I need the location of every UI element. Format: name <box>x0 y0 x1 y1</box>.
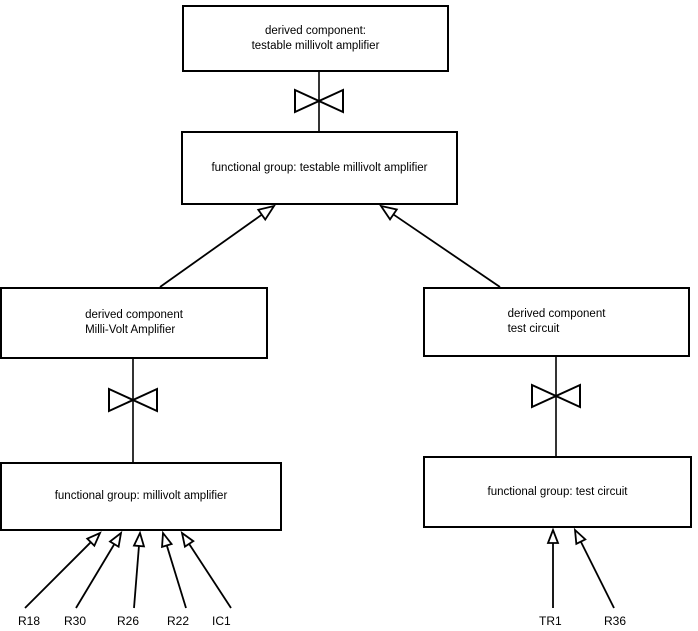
leaf-label-r18: R18 <box>18 614 41 628</box>
leaf-arrow-r30 <box>75 530 123 609</box>
derivation-connector-top-triangle-right <box>316 88 344 114</box>
functional-group-test-circuit-label: functional group: test circuit <box>487 485 628 498</box>
leaf-arrow-tr1-head <box>546 527 560 544</box>
leaf-arrow-r30-shaft <box>75 543 116 609</box>
derivation-connector-right-triangle-right <box>553 383 581 409</box>
generalization-millivolt-amplifier-to-testable-shaft <box>159 213 263 288</box>
leaf-arrow-r22-shaft <box>165 545 187 609</box>
leaf-arrow-r18 <box>24 531 102 609</box>
leaf-label-r36: R36 <box>604 614 627 628</box>
derivation-connector-top-triangle-left <box>294 88 322 114</box>
derived-component-test-circuit-label: derived component test circuit <box>507 308 606 335</box>
derived-component-testable-millivolt-amplifier[interactable]: derived component: testable millivolt am… <box>182 5 449 72</box>
derived-component-test-circuit[interactable]: derived component test circuit <box>423 287 690 357</box>
leaf-label-r26: R26 <box>117 614 140 628</box>
leaf-label-tr1: TR1 <box>539 614 562 628</box>
derived-component-testable-millivolt-amplifier-label: derived component: testable millivolt am… <box>251 24 380 52</box>
leaf-arrow-ic1-shaft <box>188 543 232 609</box>
leaf-arrow-r18-head <box>85 531 102 548</box>
leaf-arrow-r30-head <box>108 530 123 549</box>
leaf-label-r30: R30 <box>64 614 87 628</box>
leaf-arrow-r26 <box>132 530 146 609</box>
generalization-millivolt-amplifier-to-testable-head <box>256 204 276 222</box>
leaf-arrow-r36-shaft <box>580 541 615 609</box>
derived-component-milli-volt-amplifier-label: derived component Milli-Volt Amplifier <box>85 309 183 336</box>
derivation-connector-right <box>531 357 581 456</box>
generalization-test-circuit-to-testable <box>378 204 501 288</box>
leaf-arrow-r22 <box>161 530 187 609</box>
generalization-millivolt-amplifier-to-testable <box>159 204 276 288</box>
functional-group-test-circuit[interactable]: functional group: test circuit <box>423 456 692 528</box>
derived-component-milli-volt-amplifier[interactable]: derived component Milli-Volt Amplifier <box>0 287 268 359</box>
derivation-connector-left-triangle-right <box>130 387 158 413</box>
leaf-arrow-ic1-head <box>180 530 195 549</box>
leaf-arrow-r22-head <box>161 530 174 549</box>
derivation-connector-top <box>294 72 344 131</box>
leaf-arrow-ic1 <box>180 530 232 609</box>
derivation-connector-left-triangle-left <box>108 387 136 413</box>
leaf-arrow-r26-head <box>132 530 146 548</box>
functional-group-testable-millivolt-amplifier-label: functional group: testable millivolt amp… <box>211 161 428 174</box>
leaf-arrow-tr1 <box>546 527 560 608</box>
leaf-arrow-r26-shaft <box>133 545 140 609</box>
derivation-connector-right-triangle-left <box>531 383 559 409</box>
generalization-test-circuit-to-testable-shaft <box>392 213 501 288</box>
derivation-connector-left <box>108 359 158 462</box>
leaf-arrow-r36 <box>573 527 615 609</box>
functional-group-millivolt-amplifier[interactable]: functional group: millivolt amplifier <box>0 462 282 531</box>
leaf-label-ic1: IC1 <box>212 614 231 628</box>
leaf-arrow-r36-head <box>573 527 587 546</box>
leaf-arrow-r18-shaft <box>24 541 92 609</box>
functional-group-millivolt-amplifier-label: functional group: millivolt amplifier <box>54 490 228 502</box>
generalization-test-circuit-to-testable-head <box>378 204 399 222</box>
functional-group-testable-millivolt-amplifier[interactable]: functional group: testable millivolt amp… <box>181 131 458 205</box>
leaf-label-r22: R22 <box>167 614 190 628</box>
